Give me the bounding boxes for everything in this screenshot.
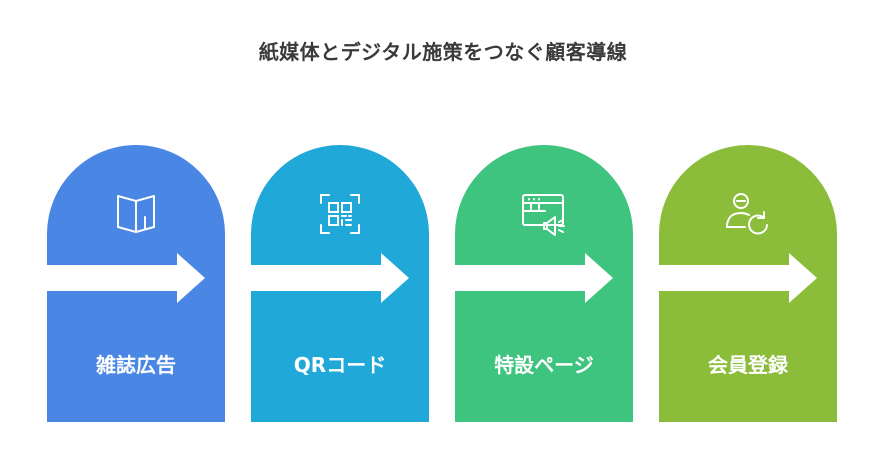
step-card-magazine-ad: 雑誌広告 [47, 145, 225, 422]
step-label: 雑誌広告 [96, 353, 176, 377]
open-book-icon [117, 195, 155, 233]
user-refresh-icon [726, 193, 768, 235]
step-card-qr-code: QRコード [251, 145, 429, 422]
step-card-landing-page: 特設ページ [455, 145, 633, 422]
flow-arrow [455, 253, 613, 303]
flow-arrow [47, 253, 205, 303]
flow-arrow [251, 253, 409, 303]
qr-code-icon [320, 194, 360, 234]
step-label: 特設ページ [494, 353, 594, 377]
diagram-title: 紙媒体とデジタル施策をつなぐ顧客導線 [258, 40, 628, 64]
webpage-megaphone-icon [522, 194, 565, 236]
flow-arrow [659, 253, 817, 303]
step-label: 会員登録 [708, 353, 788, 377]
step-card-member-registration: 会員登録 [659, 145, 837, 422]
step-label: QRコード [293, 353, 387, 377]
